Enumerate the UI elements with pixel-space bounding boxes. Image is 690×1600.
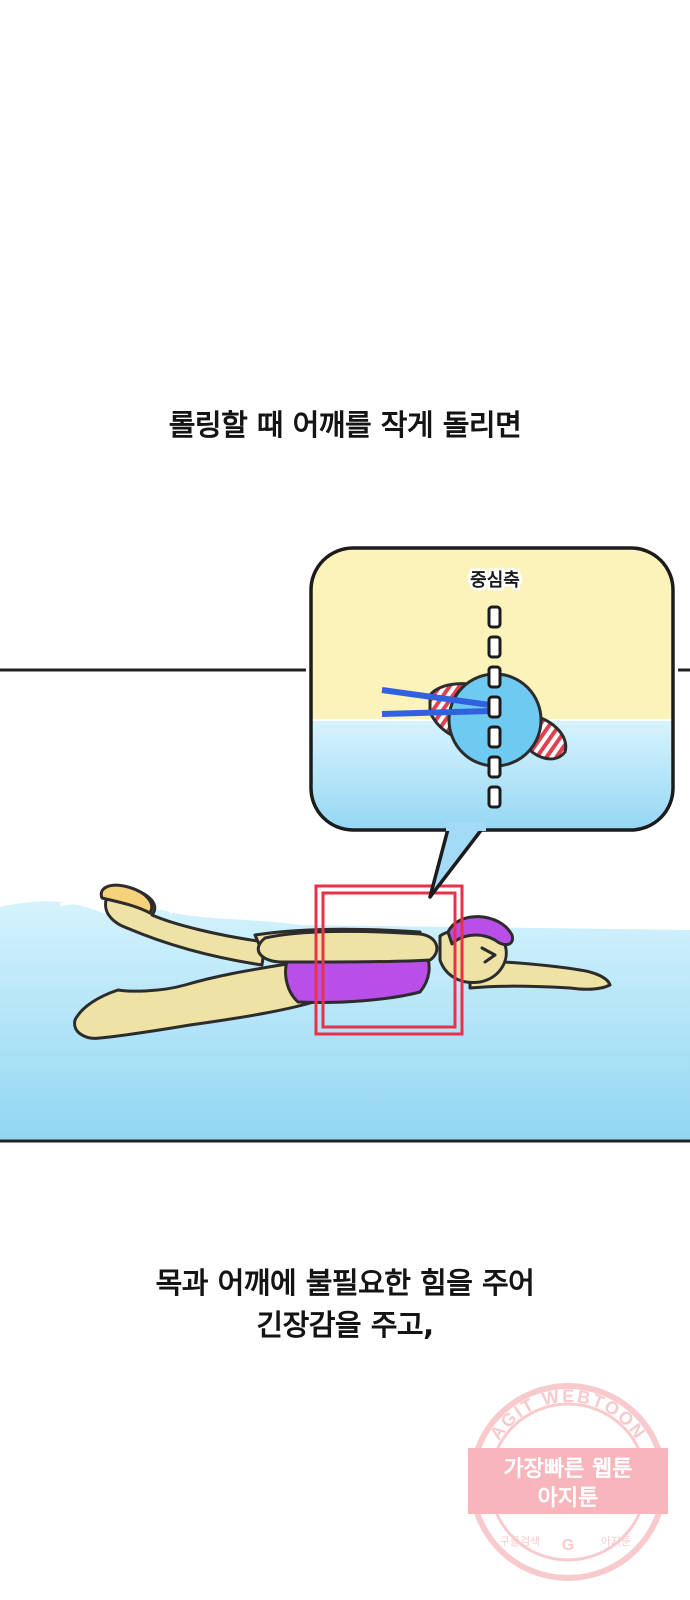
caption-bottom-line1: 목과 어깨에 불필요한 힘을 주어 [155,1266,535,1300]
highlight-box-outer [314,884,464,1036]
shoulder-axis-line-1 [381,687,491,708]
swimmer-extended-arm [468,958,612,991]
center-axis [487,605,502,809]
caption-top: 롤링할 때 어깨를 작게 돌리면 [168,408,522,442]
bubble-tail [428,827,484,899]
callout-bubble: 중심축 [309,546,675,899]
highlight-box-inner [321,891,457,1029]
water-body [0,901,690,1140]
swimmer-front-leg [73,956,322,1040]
swimmer-cap [446,915,515,947]
swimmer-upper-arm [257,929,439,964]
water-ripple-1 [169,906,221,916]
swimmer [73,883,612,1040]
caption-bottom: 목과 어깨에 불필요한 힘을 주어 긴장감을 주고, [0,1262,690,1346]
center-axis-label: 중심축 [470,570,520,590]
caption-bottom-line2: 긴장감을 주고, [256,1308,434,1342]
swimmer-foot-sole [99,883,154,915]
shoulder-axis-line-2 [381,708,491,717]
swimmer-eye [480,946,497,964]
